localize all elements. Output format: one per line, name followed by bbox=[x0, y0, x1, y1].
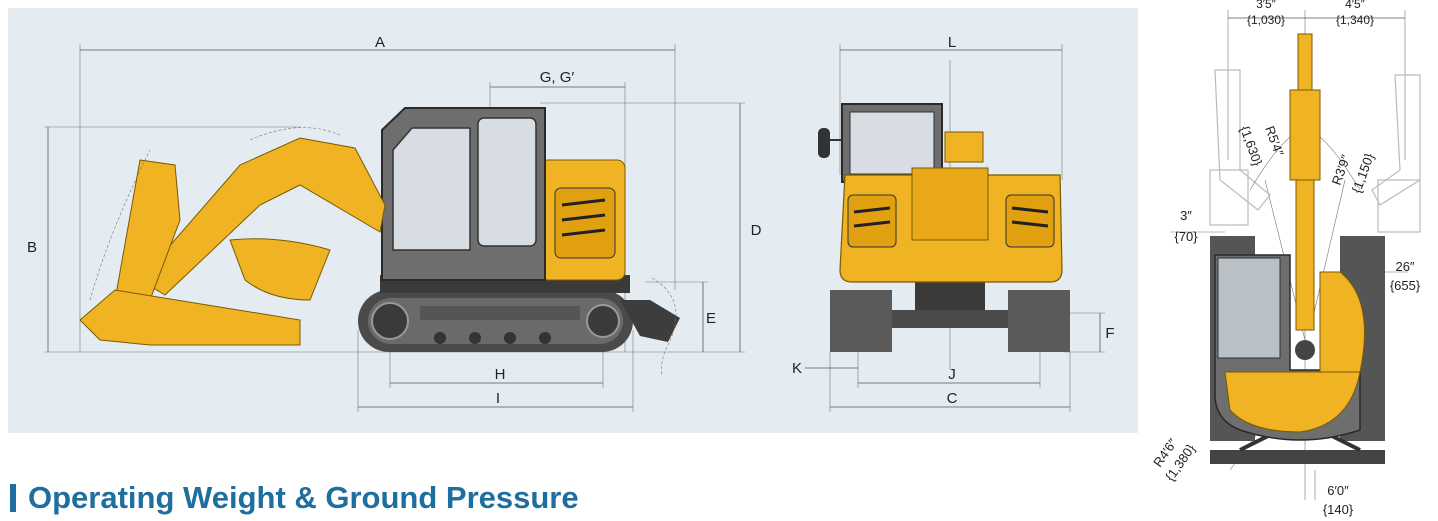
rear-label-j: J bbox=[948, 366, 956, 383]
side-upper-structure bbox=[380, 107, 630, 293]
rear-label-k: K bbox=[792, 360, 802, 377]
top-swing-ghost bbox=[1209, 69, 1421, 233]
rear-label-l: L bbox=[948, 34, 956, 51]
side-track bbox=[358, 290, 633, 352]
top-label-bottom-mm: {140} bbox=[1323, 502, 1354, 517]
top-label-offset-mm: {70} bbox=[1174, 229, 1198, 244]
top-label-left-ft: 3′5″ bbox=[1256, 0, 1277, 11]
top-label-left-mm: {1,030} bbox=[1247, 13, 1285, 27]
top-label-track-ft: 26″ bbox=[1395, 259, 1414, 274]
side-label-d: D bbox=[751, 222, 762, 239]
side-label-h: H bbox=[495, 366, 506, 383]
top-label-right-mm: {1,340} bbox=[1336, 13, 1374, 27]
section-heading: Operating Weight & Ground Pressure bbox=[10, 476, 579, 520]
rear-body bbox=[818, 103, 1063, 283]
top-label-r1-mm: {1,630} bbox=[1237, 124, 1265, 168]
rear-dimension-lines bbox=[805, 44, 1105, 412]
top-label-bottom-ft: 6′0″ bbox=[1327, 483, 1349, 498]
top-label-track-mm: {655} bbox=[1390, 278, 1421, 293]
top-label-r1-ft: R5′4″ bbox=[1262, 124, 1287, 159]
top-upper-structure bbox=[1214, 33, 1365, 441]
rear-label-f: F bbox=[1105, 325, 1114, 342]
rear-label-c: C bbox=[947, 390, 958, 407]
top-label-r2-mm: {1,150} bbox=[1349, 151, 1377, 195]
top-label-right-ft: 4′5″ bbox=[1345, 0, 1366, 11]
top-view: 3′5″ {1,030} 4′5″ {1,340} R5′4″ {1,630} … bbox=[1150, 0, 1421, 517]
side-label-i: I bbox=[496, 390, 500, 407]
top-label-r2-ft: R3′9″ bbox=[1329, 152, 1354, 187]
side-dozer-blade bbox=[620, 277, 680, 376]
section-heading-text: Operating Weight & Ground Pressure bbox=[28, 480, 579, 515]
side-label-a: A bbox=[375, 34, 385, 51]
rear-view: L F J C K bbox=[792, 34, 1115, 412]
heading-accent-bar bbox=[10, 484, 16, 512]
side-label-g: G, G′ bbox=[540, 69, 575, 86]
side-view: A B D E G, G′ H I bbox=[27, 34, 762, 412]
side-label-b: B bbox=[27, 239, 37, 256]
side-boom-arm-bucket bbox=[79, 127, 386, 346]
rear-tracks bbox=[830, 280, 1070, 352]
side-label-e: E bbox=[706, 310, 716, 327]
top-label-offset-ft: 3″ bbox=[1180, 208, 1192, 223]
